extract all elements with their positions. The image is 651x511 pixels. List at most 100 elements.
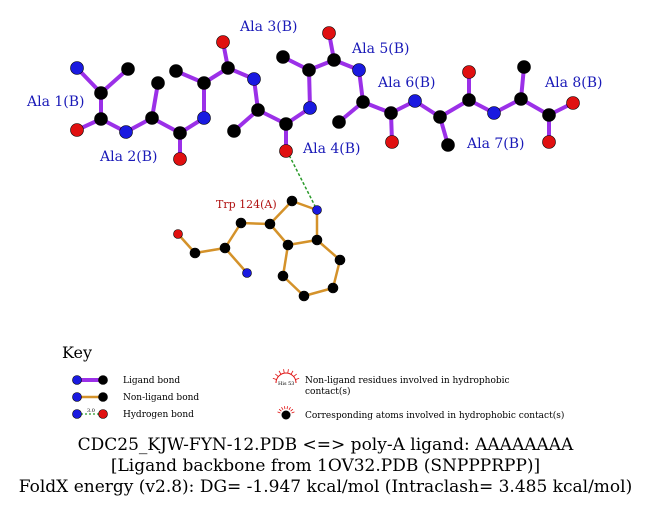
ligand-atom	[542, 108, 556, 122]
key-title: Key	[62, 343, 92, 362]
ligand-atom	[384, 106, 398, 120]
ligand-atom	[227, 124, 241, 138]
key-hydrophobic-atoms-label: Corresponding atoms involved in hydropho…	[305, 410, 564, 421]
hydrophobic-spike	[281, 407, 284, 411]
key-nonligand-bond-label: Non-ligand bond	[123, 393, 199, 403]
residue-label-ala5: Ala 5(B)	[351, 41, 410, 57]
ligand-atom	[462, 93, 476, 107]
nonligand-atom	[286, 195, 298, 207]
nonligand-atom	[242, 268, 252, 278]
ligand-atom	[279, 117, 293, 131]
ligand-atom	[197, 111, 211, 125]
nonligand-atom	[298, 290, 310, 302]
nonligand-atom	[189, 247, 201, 259]
nonligand-atom	[334, 254, 346, 266]
hydrophobic-spike	[284, 406, 286, 410]
ligand-atom	[145, 111, 159, 125]
ligand-atom	[385, 135, 399, 149]
hydrophobic-spike	[277, 411, 281, 414]
key-hydrophobic-sample: His 53	[278, 381, 294, 387]
hydrophobic-spike	[288, 407, 291, 411]
ligand-atom	[173, 152, 187, 166]
ligand-atom	[151, 76, 165, 90]
ligand-atom	[566, 96, 580, 110]
residue-label-ala7: Ala 7(B)	[466, 136, 525, 152]
residue-label-trp124: Trp 124(A)	[216, 198, 277, 211]
hydrophobic-spike	[275, 373, 279, 377]
ligand-atom	[303, 101, 317, 115]
caption-line-2: [Ligand backbone from 1OV32.PDB (SNPPPRP…	[110, 456, 541, 476]
ligand-atoms	[70, 26, 580, 166]
key-ligand-bond-label: Ligand bond	[123, 376, 180, 386]
ligand-atom	[462, 65, 476, 79]
residue-label-ala2: Ala 2(B)	[99, 149, 158, 165]
ligand-atom	[514, 92, 528, 106]
ligand-atom	[487, 106, 501, 120]
nonligand-atom	[282, 239, 294, 251]
bond	[268, 199, 294, 226]
nonligand-atom	[219, 242, 231, 254]
nonligand-atom	[264, 218, 276, 230]
key-hydrophobic-atom: Corresponding atoms involved in hydropho…	[277, 406, 564, 421]
ligand-atom	[121, 62, 135, 76]
ligand-atom	[408, 94, 422, 108]
key-hydrophobic-residues-label-2: contact(s)	[305, 386, 351, 397]
residue-label-ala3: Ala 3(B)	[239, 19, 298, 35]
ligand-atom	[517, 60, 531, 74]
ligand-atom	[119, 125, 133, 139]
hydrophobic-spike	[272, 377, 277, 380]
nonligand-atom	[277, 270, 289, 282]
caption-line-1: CDC25_KJW-FYN-12.PDB <=> poly-A ligand: …	[77, 435, 574, 455]
hydrophobic-spike	[287, 369, 289, 374]
nonligand-atom	[312, 205, 322, 215]
hydrophobic-spike	[283, 369, 285, 374]
hydrophobic-spike	[295, 377, 300, 380]
ligand-atom	[433, 110, 447, 124]
hydrophobic-spike	[291, 411, 295, 414]
ligand-atom	[356, 95, 370, 109]
key-hydrophobic-residues-label-1: Non-ligand residues involved in hydropho…	[305, 376, 510, 386]
key-nonligand-bond: Non-ligand bond	[72, 392, 199, 403]
ligand-atom	[322, 26, 336, 40]
nonligand-atom	[173, 229, 183, 239]
ligand-atom	[216, 35, 230, 49]
ligand-atom	[352, 63, 366, 77]
ligand-atom	[247, 72, 261, 86]
key-hbond-distance: 3.0	[87, 408, 95, 414]
ligand-atom	[70, 61, 84, 75]
ligand-atom	[221, 61, 235, 75]
ligand-atom	[94, 112, 108, 126]
hydrophobic-spike	[278, 408, 282, 412]
ligand-atom	[94, 86, 108, 100]
hydrophobic-atom-icon	[281, 410, 291, 420]
nonligand-atom	[327, 282, 339, 294]
ligand-atom	[197, 76, 211, 90]
key-hydrogen-bond: 3.0 Hydrogen bond	[72, 408, 194, 420]
ligand-atom	[302, 63, 316, 77]
nonligand-atoms	[173, 195, 346, 302]
ligand-atom	[279, 144, 293, 158]
ligand-atom	[441, 138, 455, 152]
hydrophobic-spike	[293, 373, 297, 377]
nonligand-atom	[311, 234, 323, 246]
ligand-atom	[332, 115, 346, 129]
key-hydrophobic-residue: His 53 Non-ligand residues involved in h…	[272, 369, 510, 397]
ligand-atom	[542, 135, 556, 149]
hydrophobic-spike	[278, 370, 282, 375]
residue-label-ala1: Ala 1(B)	[26, 94, 85, 110]
ligand-atom	[276, 50, 290, 64]
ligand-atom	[251, 103, 265, 117]
residue-label-ala8: Ala 8(B)	[544, 75, 603, 91]
nonligand-bonds	[176, 199, 342, 298]
residue-label-ala6: Ala 6(B)	[377, 75, 436, 91]
key-hydrogen-bond-label: Hydrogen bond	[123, 410, 194, 420]
nonligand-atom	[235, 217, 247, 229]
ligand-atom	[173, 126, 187, 140]
hydrophobic-spike	[290, 408, 294, 412]
hydrophobic-spike	[290, 370, 294, 375]
hydrogen-bond-ala4-trp124	[286, 150, 318, 211]
hydrophobic-arc-icon	[275, 372, 297, 384]
hydrophobic-spike	[286, 406, 288, 410]
key-ligand-bond: Ligand bond	[72, 375, 180, 386]
